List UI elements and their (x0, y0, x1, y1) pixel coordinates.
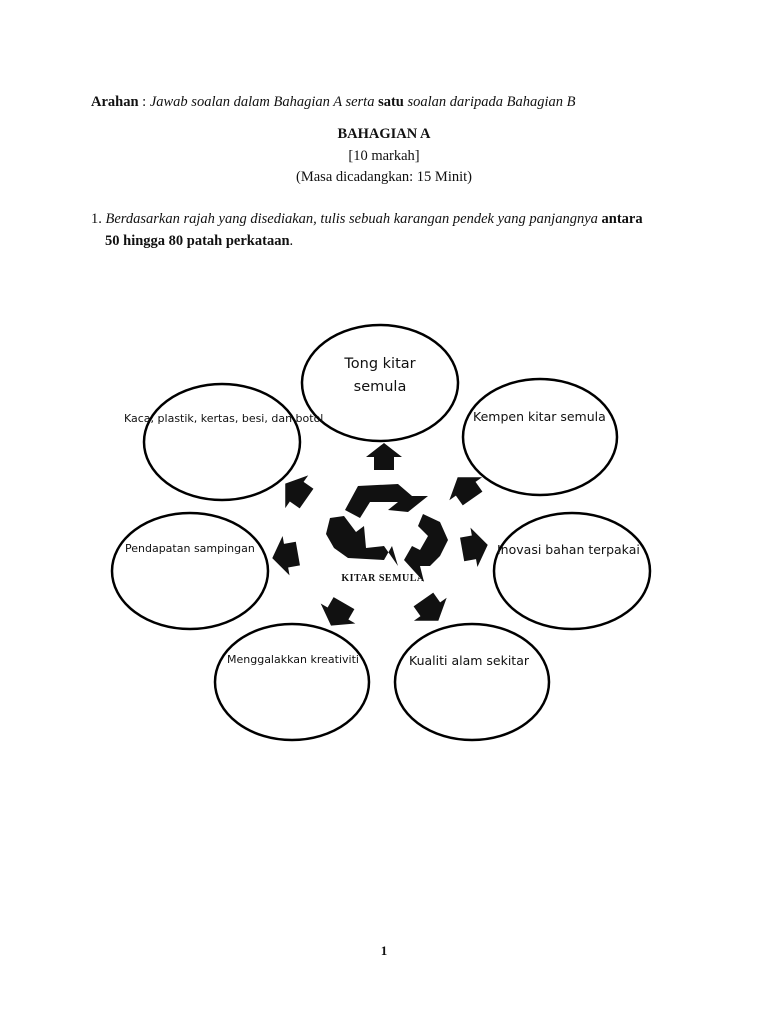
arrow-to-bottom-left (320, 597, 356, 626)
node-ellipse-top (300, 323, 460, 443)
node-label-upper-left: Kaca, plastik, kertas, besi, dan botol (124, 412, 323, 425)
instruction-bold-word: satu (378, 94, 404, 110)
node-label-bottom-left: Menggalakkan kreativiti (227, 653, 359, 666)
node-label-lower-left: Pendapatan sampingan (125, 542, 255, 555)
arrow-to-upper-right (449, 477, 483, 506)
question-number: 1. (91, 211, 106, 227)
question-bold-text-2: 50 hingga 80 patah perkataan (105, 233, 290, 249)
recycle-icon (326, 484, 448, 582)
node-label-bottom-right: Kualiti alam sekitar (409, 653, 530, 668)
center-label: KITAR SEMULA (341, 573, 425, 584)
node-ellipse-bottom-left (213, 622, 371, 742)
node-label-lower-right: Inovasi bahan terpakai (497, 542, 640, 557)
page-number: 1 (380, 943, 388, 958)
instruction-colon: : (138, 94, 150, 110)
question-1: 1. Berdasarkan rajah yang disediakan, tu… (91, 208, 691, 252)
section-title: BAHAGIAN A (337, 126, 431, 142)
node-ellipse-lower-right (492, 511, 652, 631)
section-time: (Masa dicadangkan: 15 Minit) (296, 169, 472, 185)
question-bold-text-1: antara (597, 211, 643, 227)
arrow-to-lower-right (460, 527, 488, 568)
question-italic-text: Berdasarkan rajah yang disediakan, tulis… (105, 211, 598, 227)
node-ellipse-upper-right (461, 377, 619, 497)
node-label-top-line-1: Tong kitar (343, 356, 415, 372)
connector-arrows (272, 443, 488, 626)
arrow-to-top (366, 443, 402, 470)
arrow-to-upper-left (285, 475, 314, 509)
node-ellipse-bottom-right (393, 622, 551, 742)
instruction-text-2: soalan daripada Bahagian B (403, 94, 576, 110)
section-marks: [10 markah] (348, 148, 420, 164)
instruction-text-1: Jawab soalan dalam Bahagian A serta (149, 94, 379, 110)
node-label-top-line-2: semula (354, 379, 407, 395)
node-ellipse-upper-left (142, 382, 302, 502)
question-line-1: 1. Berdasarkan rajah yang disediakan, tu… (91, 208, 691, 230)
node-ellipse-lower-left (110, 511, 270, 631)
node-label-upper-right: Kempen kitar semula (473, 409, 606, 424)
instruction-label: Arahan (91, 94, 139, 110)
question-end: . (289, 233, 294, 249)
arrow-to-bottom-right (413, 592, 447, 621)
instruction-line: Arahan : Jawab soalan dalam Bahagian A s… (91, 94, 575, 111)
question-line-2: 50 hingga 80 patah perkataan. (91, 230, 691, 252)
arrow-to-lower-left (272, 535, 300, 576)
